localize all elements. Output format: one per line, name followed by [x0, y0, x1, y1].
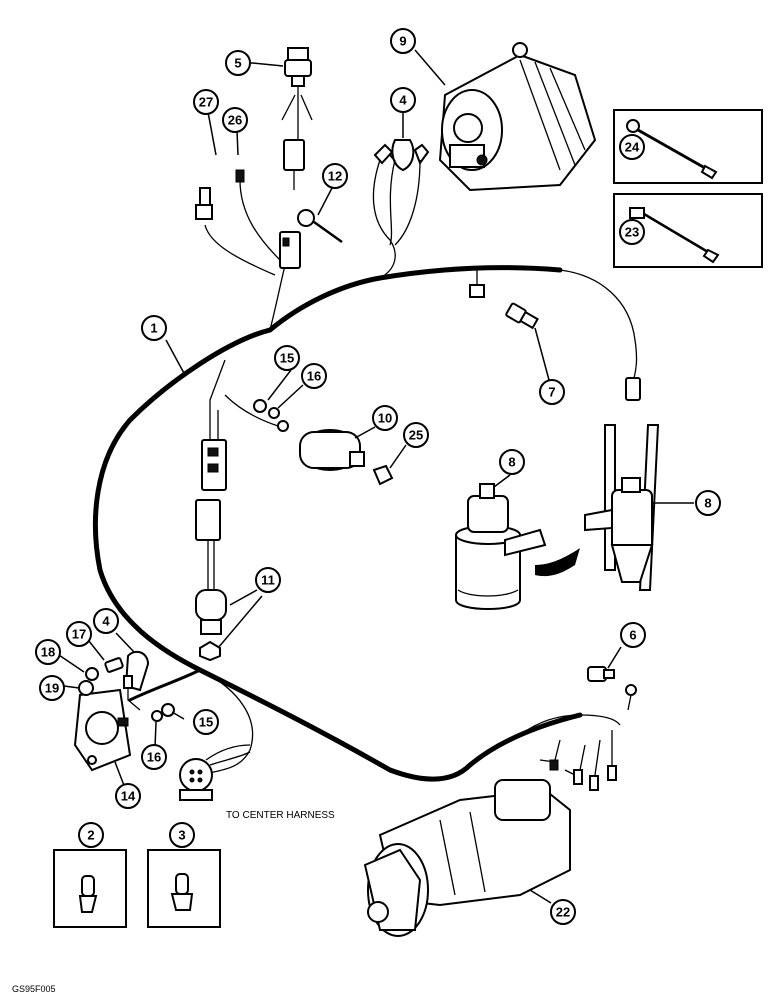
nut-15-lower	[161, 703, 175, 717]
part-box-3	[147, 849, 221, 928]
svg-text:25: 25	[409, 428, 423, 443]
callout-27: 27	[193, 89, 219, 115]
svg-text:4: 4	[102, 614, 110, 629]
callout-14: 14	[115, 783, 141, 809]
fitting-25	[372, 464, 394, 486]
connector-stack	[195, 359, 227, 590]
callout-15-lower: 15	[193, 709, 219, 735]
wires-top-left	[204, 179, 293, 331]
pressure-sender-10	[299, 429, 365, 471]
callout-10: 10	[372, 405, 398, 431]
svg-text:11: 11	[261, 573, 275, 588]
part-box-2	[53, 849, 127, 928]
harness-right-branch	[559, 269, 638, 379]
svg-text:16: 16	[307, 369, 321, 384]
svg-text:7: 7	[548, 385, 555, 400]
callout-7: 7	[539, 379, 565, 405]
temp-sender-12	[297, 209, 343, 244]
svg-text:17: 17	[72, 627, 86, 642]
callout-6: 6	[620, 622, 646, 648]
callout-8-right: 8	[695, 490, 721, 516]
switch-6	[587, 666, 637, 711]
svg-text:3: 3	[178, 828, 185, 843]
callout-25: 25	[403, 422, 429, 448]
svg-text:2: 2	[87, 828, 94, 843]
washer-16-upper	[268, 407, 280, 419]
to-center-harness-caption: TO CENTER HARNESS	[226, 810, 335, 821]
svg-text:16: 16	[147, 750, 161, 765]
bolt-17	[104, 657, 124, 673]
svg-text:23: 23	[625, 225, 639, 240]
svg-text:15: 15	[199, 715, 213, 730]
connector-top-left	[195, 169, 245, 220]
svg-text:19: 19	[45, 681, 59, 696]
callout-17: 17	[66, 621, 92, 647]
callout-2: 2	[78, 822, 104, 848]
svg-text:14: 14	[121, 789, 136, 804]
callout-9: 9	[390, 28, 416, 54]
callout-8-center: 8	[499, 449, 525, 475]
svg-text:1: 1	[150, 321, 157, 336]
svg-text:8: 8	[508, 455, 515, 470]
starter-wires	[519, 714, 621, 786]
harness-lower-branch	[128, 668, 202, 702]
main-harness	[92, 327, 583, 782]
svg-text:22: 22	[556, 905, 570, 920]
ring-terminal-upper	[224, 394, 289, 432]
svg-text:6: 6	[629, 628, 636, 643]
arrow	[535, 548, 580, 577]
callout-16-lower: 16	[141, 744, 167, 770]
terminal-group-4-top	[372, 139, 430, 279]
nut-19	[78, 680, 94, 696]
sender-11	[195, 589, 227, 662]
callout-12: 12	[322, 163, 348, 189]
washer-16-lower	[151, 710, 163, 722]
callout-3: 3	[169, 822, 195, 848]
svg-text:8: 8	[704, 496, 711, 511]
svg-text:26: 26	[228, 113, 242, 128]
callout-22: 22	[550, 899, 576, 925]
callout-15-upper: 15	[274, 345, 300, 371]
connector-center-top	[279, 231, 301, 269]
svg-text:12: 12	[328, 169, 342, 184]
svg-text:15: 15	[280, 351, 294, 366]
connector-right	[625, 377, 641, 401]
svg-text:5: 5	[234, 56, 241, 71]
callout-26: 26	[222, 107, 248, 133]
sender-switch-5	[281, 47, 313, 190]
callout-19: 19	[39, 675, 65, 701]
ignition-coil-8	[455, 483, 547, 610]
svg-text:9: 9	[399, 34, 406, 49]
callout-23: 23	[619, 219, 645, 245]
figure-id: GS95F005	[12, 984, 56, 994]
nut-18	[85, 667, 99, 681]
connector-7-area	[469, 268, 485, 298]
svg-text:24: 24	[625, 140, 640, 155]
svg-text:10: 10	[378, 411, 392, 426]
coil-with-bracket-8	[584, 424, 660, 591]
callout-4-lower: 4	[93, 608, 119, 634]
callout-4-top: 4	[390, 87, 416, 113]
alternator	[438, 42, 597, 192]
callout-18: 18	[35, 639, 61, 665]
callout-5: 5	[225, 50, 251, 76]
svg-text:27: 27	[199, 95, 213, 110]
switch-7	[505, 302, 539, 330]
starter-terminals	[549, 759, 617, 791]
nut-15-upper	[253, 399, 267, 413]
callout-1: 1	[141, 315, 167, 341]
center-harness-connector	[179, 744, 251, 801]
callout-16-upper: 16	[301, 363, 327, 389]
callout-24: 24	[619, 134, 645, 160]
ring-terminal-lower	[123, 675, 141, 711]
callout-11: 11	[255, 567, 281, 593]
svg-text:4: 4	[399, 93, 407, 108]
harness-to-center	[199, 669, 254, 776]
connector-body-14	[73, 688, 132, 772]
svg-text:18: 18	[41, 645, 55, 660]
starter-motor-22	[363, 779, 571, 937]
